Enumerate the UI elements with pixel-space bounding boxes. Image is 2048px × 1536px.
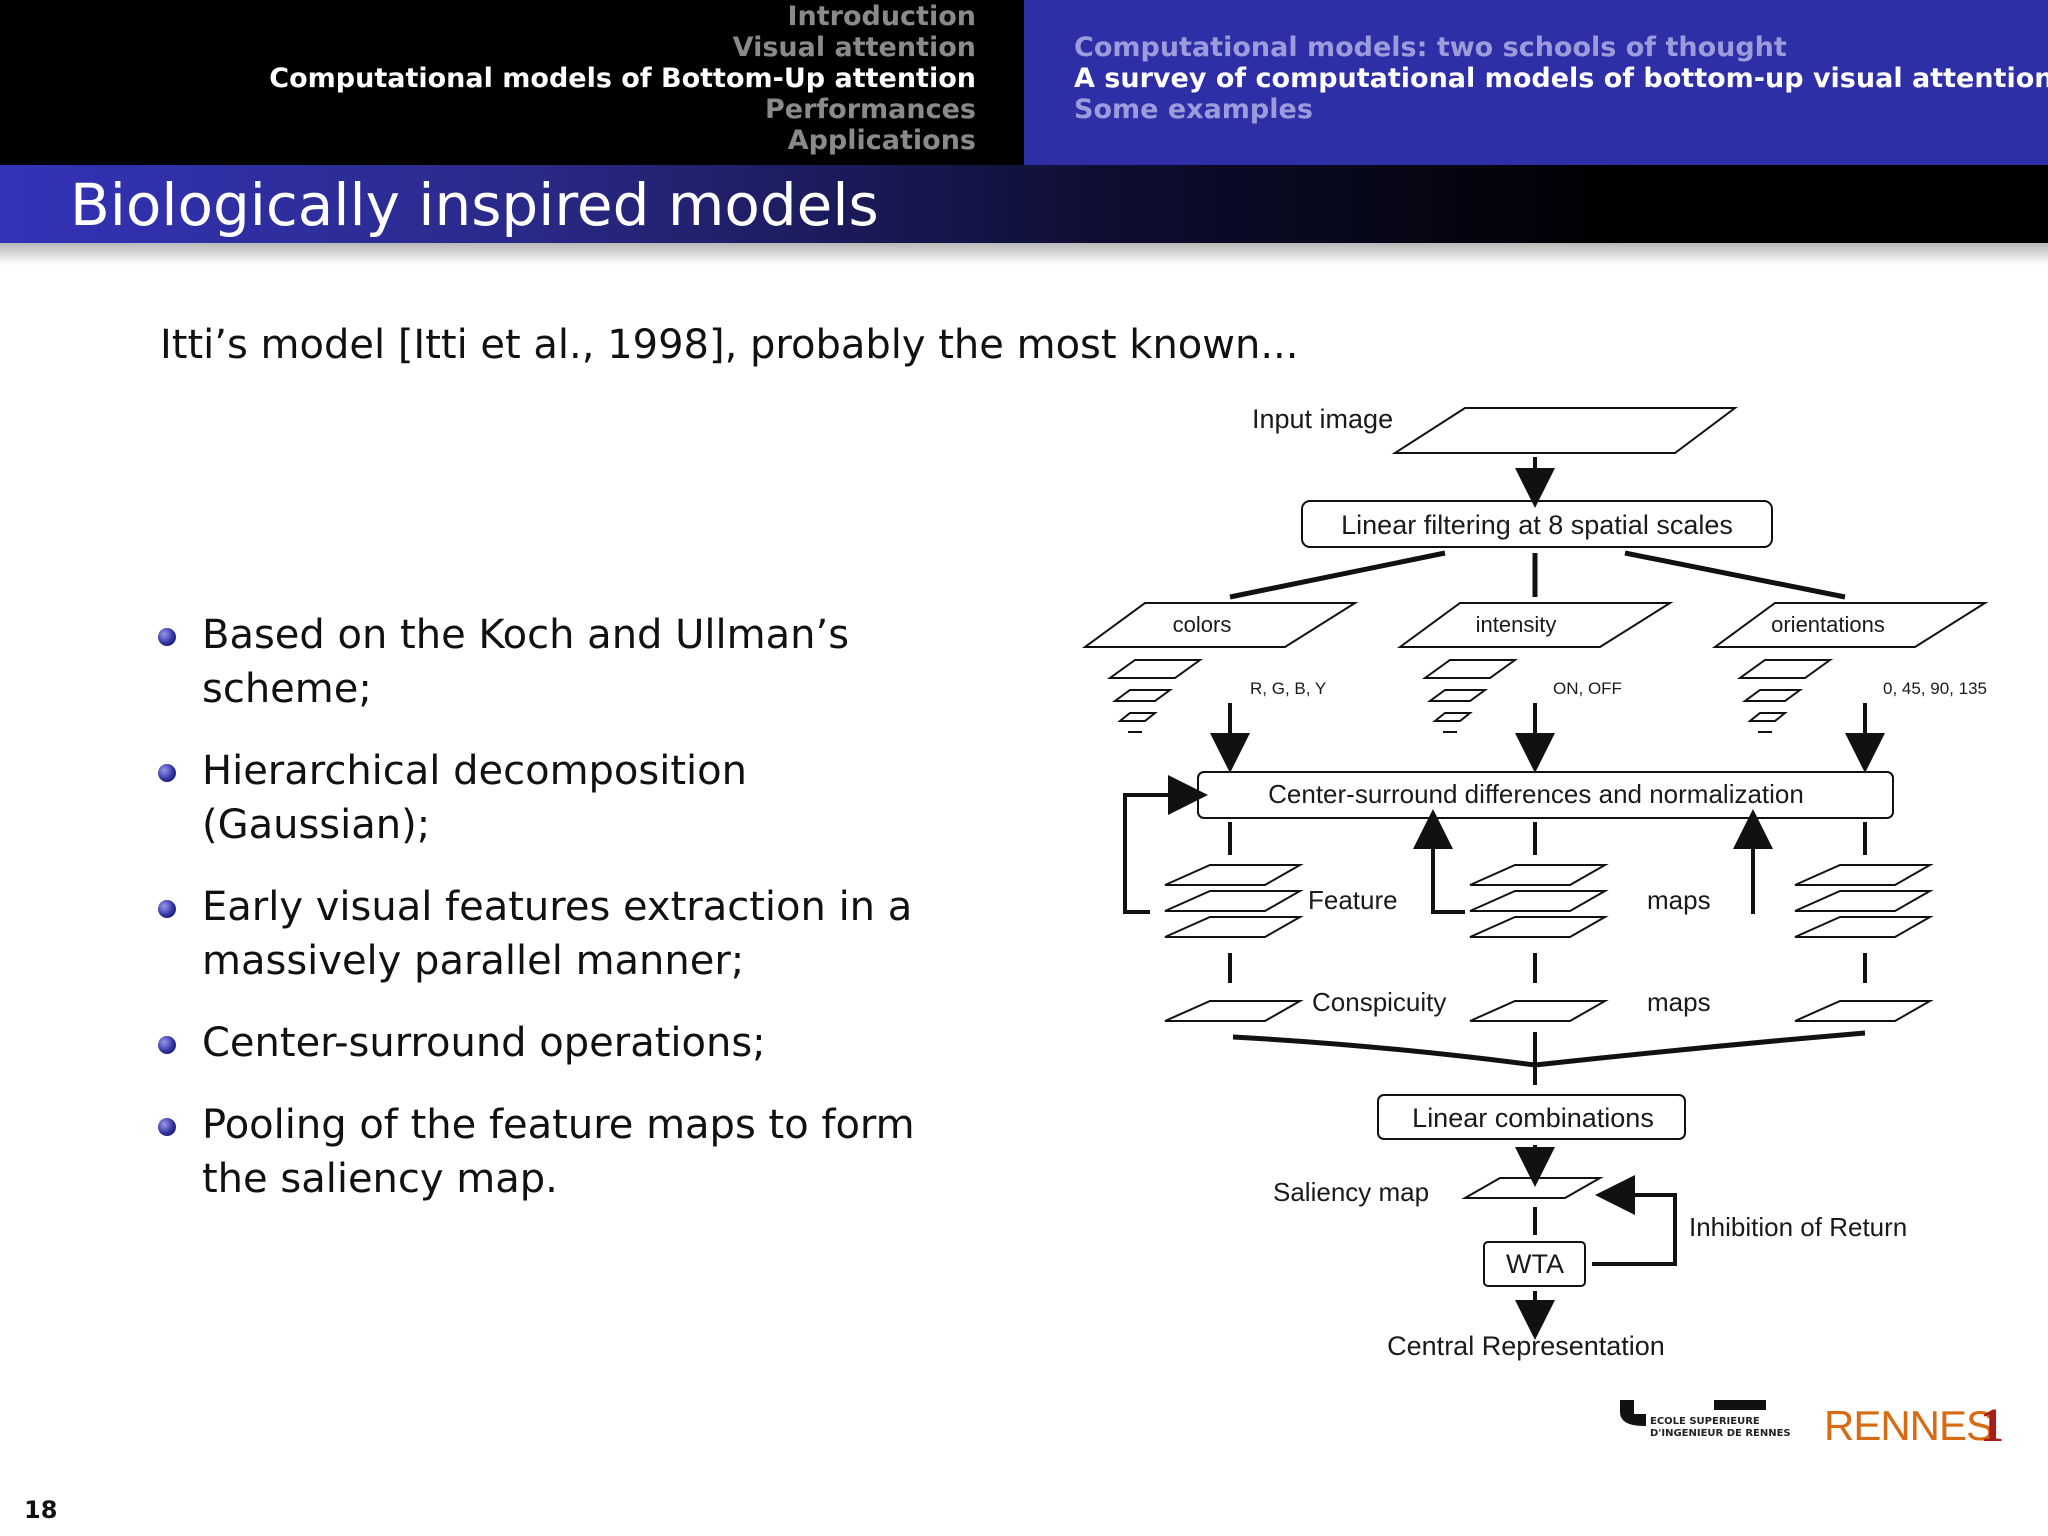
itti-model-diagram: Input image Linear filtering at 8 spatia… [1081,404,1989,1361]
saliency-map-plane [1461,1177,1604,1199]
rennes-logo-word: RENNES [1824,1402,1994,1449]
center-surround-label: Center-surround differences and normaliz… [1268,779,1804,809]
orientations-label: orientations [1771,612,1885,637]
orientations-conspicuity-map [1794,1000,1934,1022]
input-image-label: Input image [1252,404,1393,434]
bullet-icon [158,900,176,918]
header-subsection-nav: Computational models: two schools of tho… [1024,0,2048,165]
nav-section-computational-models[interactable]: Computational models of Bottom-Up attent… [269,63,976,94]
rennes-logo: RENNES 1 [1820,1399,2020,1452]
bullet-text: Pooling of the feature maps to form the … [202,1102,915,1202]
colors-subchannels: R, G, B, Y [1250,679,1326,698]
nav-subsection-survey[interactable]: A survey of computational models of bott… [1074,63,2048,94]
nav-section-applications[interactable]: Applications [787,125,976,156]
bullet-item: Hierarchical decomposition (Gaussian); [150,744,950,852]
intensity-plane [1396,602,1674,648]
colors-label: colors [1173,612,1232,637]
saliency-map-label: Saliency map [1273,1177,1429,1207]
bullet-text: Early visual features extraction in a ma… [202,884,913,984]
colors-plane [1081,602,1359,648]
nav-section-introduction[interactable]: Introduction [787,1,976,32]
bullet-icon [158,628,176,646]
linear-filtering-label: Linear filtering at 8 spatial scales [1341,510,1733,540]
orientations-plane [1711,602,1989,648]
inhibition-of-return-label: Inhibition of Return [1689,1212,1907,1242]
wta-box [1483,1241,1586,1287]
bullet-text: Hierarchical decomposition (Gaussian); [202,748,747,848]
intensity-conspicuity-map [1469,1000,1609,1022]
conspicuity-maps-label: maps [1647,987,1711,1017]
intensity-feature-maps [1469,864,1609,938]
nav-section-visual-attention[interactable]: Visual attention [732,32,976,63]
colors-feature-maps [1164,864,1304,938]
esir-logo-line2: D'INGENIEUR DE RENNES [1650,1428,1791,1439]
intro-text: Itti’s model [Itti et al., 1998], probab… [160,322,1299,368]
wta-label: WTA [1506,1249,1564,1279]
esir-logo-mark [1620,1400,1766,1426]
orientations-subchannels: 0, 45, 90, 135 [1883,679,1987,698]
feature-label: Feature [1308,885,1398,915]
bullet-list: Based on the Koch and Ullman’s scheme; H… [150,608,950,1234]
bullet-item: Pooling of the feature maps to form the … [150,1098,950,1206]
nav-subsection-two-schools[interactable]: Computational models: two schools of tho… [1074,32,1787,63]
central-representation-label: Central Representation [1387,1331,1665,1361]
bullet-item: Based on the Koch and Ullman’s scheme; [150,608,950,716]
bullet-icon [158,1118,176,1136]
feature-maps-label: maps [1647,885,1711,915]
intensity-label: intensity [1476,612,1557,637]
bullet-item: Early visual features extraction in a ma… [150,880,950,988]
header-section-nav: Introduction Visual attention Computatio… [0,0,1024,165]
conspicuity-label: Conspicuity [1312,987,1446,1017]
bullet-icon [158,764,176,782]
colors-conspicuity-map [1164,1000,1304,1022]
linear-combinations-label: Linear combinations [1412,1103,1654,1133]
title-bar [0,165,2048,243]
colors-pyramid [1106,659,1204,733]
bullet-icon [158,1036,176,1054]
bullet-text: Based on the Koch and Ullman’s scheme; [202,612,850,712]
intensity-subchannels: ON, OFF [1553,679,1622,698]
nav-section-performances[interactable]: Performances [765,94,976,125]
slide-title: Biologically inspired models [70,171,879,239]
orientations-pyramid [1736,659,1834,733]
intensity-pyramid [1421,659,1519,733]
esir-logo: ECOLE SUPERIEURE D'INGENIEUR DE RENNES [1614,1400,1791,1450]
title-shadow [0,243,2048,265]
linear-filtering-box [1301,500,1773,548]
esir-logo-line1: ECOLE SUPERIEURE [1650,1416,1760,1427]
rennes-logo-number: 1 [1980,1399,2004,1452]
nav-subsection-some-examples[interactable]: Some examples [1074,94,1313,125]
linear-combinations-box [1377,1094,1686,1140]
bullet-text: Center-surround operations; [202,1020,766,1066]
bullet-item: Center-surround operations; [150,1016,950,1070]
page-number: 18 [24,1496,58,1524]
input-image-plane [1391,407,1738,454]
orientations-feature-maps [1794,864,1934,938]
